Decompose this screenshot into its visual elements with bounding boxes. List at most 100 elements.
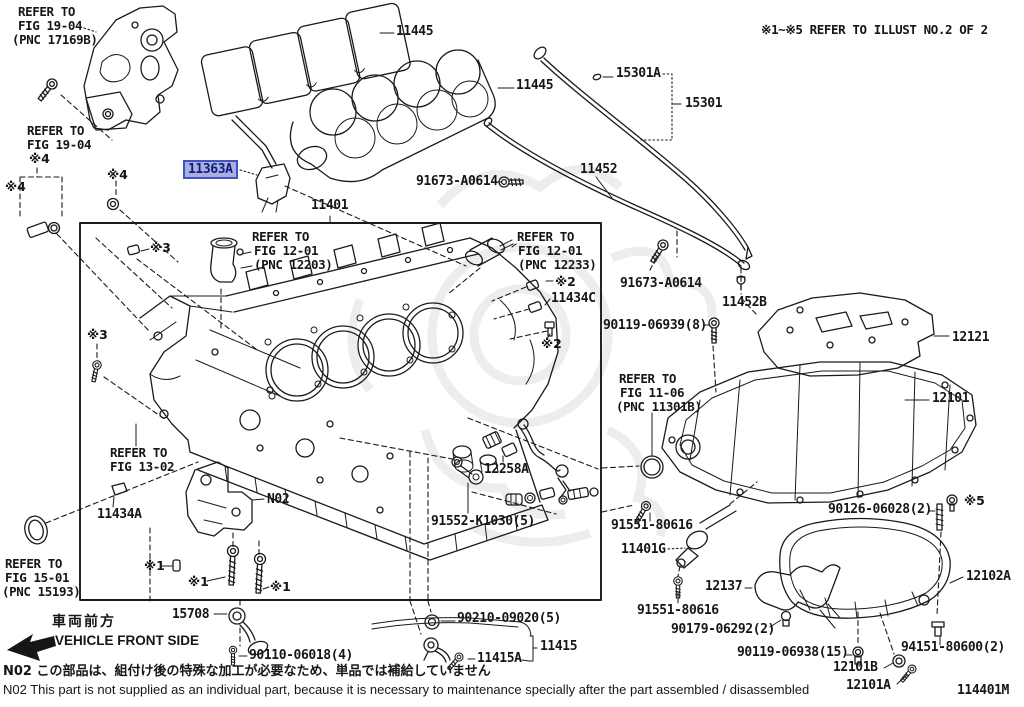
part-label-12102A[interactable]: 12102A xyxy=(966,569,1011,584)
part-label-11434C[interactable]: 11434C xyxy=(551,291,596,306)
refer-note: (PNC 15193) xyxy=(2,584,81,599)
part-label-9155180616[interactable]: 91551-80616 xyxy=(637,603,719,618)
oil-nozzle-kit-drawing xyxy=(482,418,599,506)
part-label-12101[interactable]: 12101 xyxy=(932,391,970,406)
part-label-12258A[interactable]: 12258A xyxy=(484,462,529,477)
part-label-N02[interactable]: N02 xyxy=(267,492,290,507)
part-label-12121[interactable]: 12121 xyxy=(952,330,990,345)
asterisk-marker: ※4 xyxy=(29,151,50,166)
oil-strainer-drawing xyxy=(228,607,269,656)
refer-note: FIG 12-01 xyxy=(254,243,319,258)
crank-sensor-drawing xyxy=(675,504,737,569)
refer-note: (PNC 17169B) xyxy=(12,32,98,47)
diagram-code: 114401M xyxy=(957,683,1009,698)
part-label-11445[interactable]: 11445 xyxy=(516,78,554,93)
watermark xyxy=(347,165,717,547)
asterisk-marker: ※4 xyxy=(5,179,26,194)
refer-note: REFER TO xyxy=(110,445,168,460)
asterisk-marker: ※1 xyxy=(188,574,209,589)
vehicle-front-label-en: VEHICLE FRONT SIDE xyxy=(55,633,200,648)
gauge-guide-tube-drawing xyxy=(483,117,751,271)
leader-lines xyxy=(112,32,964,685)
part-label-12101A[interactable]: 12101A xyxy=(846,678,891,693)
filler-tube-drawing xyxy=(210,237,244,283)
oil-pan-upper-drawing xyxy=(661,361,977,504)
grommet-drawing xyxy=(424,614,440,630)
asterisk-marker: ※2 xyxy=(541,336,562,351)
part-label-15301[interactable]: 15301 xyxy=(685,96,723,111)
part-label-90210090205[interactable]: 90210-09020(5) xyxy=(457,611,561,626)
part-label-12137[interactable]: 12137 xyxy=(705,579,743,594)
front-bracket-drawing xyxy=(185,461,253,537)
refer-note: REFER TO xyxy=(18,4,76,19)
part-label-11452B[interactable]: 11452B xyxy=(722,295,767,310)
part-label-91552K10305[interactable]: 91552-K1030(5) xyxy=(431,514,535,529)
part-label-11401[interactable]: 11401 xyxy=(311,198,349,213)
bolt-asterisk5-drawing xyxy=(946,494,958,512)
refer-note: FIG 19-04 xyxy=(27,137,92,152)
gauge-elbow-drawing xyxy=(423,637,451,663)
part-label-9155180616[interactable]: 91551-80616 xyxy=(611,518,693,533)
clip-90179-drawing xyxy=(780,610,792,627)
part-label-90179062922[interactable]: 90179-06292(2) xyxy=(671,622,775,637)
part-label-15301A[interactable]: 15301A xyxy=(616,66,661,81)
oil-pan-lower-drawing xyxy=(779,517,951,619)
part-label-11363A-selected[interactable]: 11363A xyxy=(183,160,238,179)
gauge-clip-drawing xyxy=(592,73,602,81)
part-label-12101B[interactable]: 12101B xyxy=(833,660,878,675)
note-en: N02 This part is not supplied as an indi… xyxy=(3,682,810,697)
cylinder-block-drawing xyxy=(139,222,559,561)
stud-90126-drawing xyxy=(935,503,944,531)
refer-note: FIG 11-06 xyxy=(620,385,685,400)
part-label-90110060184[interactable]: 90110-06018(4) xyxy=(249,648,353,663)
part-label-90126060282[interactable]: 90126-06028(2) xyxy=(828,502,932,517)
refer-note: (PNC 11301B) xyxy=(616,399,702,414)
asterisk-marker: ※3 xyxy=(150,240,171,255)
refer-note: REFER TO xyxy=(252,229,310,244)
baffle-plate-drawing xyxy=(757,292,935,377)
part-label-15708[interactable]: 15708 xyxy=(172,607,210,622)
part-label-94151806002[interactable]: 94151-80600(2) xyxy=(901,640,1005,655)
part-label-11415[interactable]: 11415 xyxy=(540,639,578,654)
illust-note: ※1~※5 REFER TO ILLUST NO.2 OF 2 xyxy=(761,22,988,37)
refer-note: (PNC 12203) xyxy=(254,257,333,272)
sensor-and-nut-drawing xyxy=(26,197,120,238)
part-label-91673A0614[interactable]: 91673-A0614 xyxy=(416,174,498,189)
dowel-pin-drawing xyxy=(172,559,181,572)
asterisk-marker: ※1 xyxy=(270,579,291,594)
sensor-boss-drawing xyxy=(464,237,514,267)
manifold-stay-drawing xyxy=(231,115,291,213)
group-bracket-11415 xyxy=(521,635,538,662)
part-label-90119069398[interactable]: 90119-06939(8) xyxy=(603,318,707,333)
gasket-12101B-drawing xyxy=(892,654,906,668)
vehicle-front-label-jp: 車両前方 xyxy=(52,614,116,630)
manifold-insulator-1-drawing xyxy=(200,2,411,117)
crank-seal-drawing xyxy=(24,515,48,545)
note-jp: N02 この部品は、組付け後の特殊な加工が必要なため、単品では補給していません xyxy=(3,664,491,679)
part-label-11415A[interactable]: 11415A xyxy=(477,651,522,666)
refer-note: FIG 15-01 xyxy=(5,570,70,585)
refer-note: REFER TO xyxy=(27,123,85,138)
asterisk-marker: ※4 xyxy=(107,167,128,182)
part-label-11445[interactable]: 11445 xyxy=(396,24,434,39)
part-label-91673A0614[interactable]: 91673-A0614 xyxy=(620,276,702,291)
vehicle-front-arrow xyxy=(7,634,56,661)
gauge-bracket-outline-drawing xyxy=(371,617,532,637)
part-label-11452[interactable]: 11452 xyxy=(580,162,618,177)
refer-note: FIG 19-04 xyxy=(18,18,83,33)
part-label-11401G[interactable]: 11401G xyxy=(621,542,666,557)
cylinder-bores xyxy=(264,302,464,402)
oil-level-gauge-drawing xyxy=(533,46,753,260)
refer-note: REFER TO xyxy=(619,371,677,386)
refer-note: FIG 12-01 xyxy=(518,243,583,258)
part-label-11434A[interactable]: 11434A xyxy=(97,507,142,522)
refer-note: (PNC 12233) xyxy=(518,257,597,272)
drain-plug-94151-drawing xyxy=(931,621,945,637)
part-label-901190693815[interactable]: 90119-06938(15) xyxy=(737,645,849,660)
asterisk-marker: ※3 xyxy=(87,327,108,342)
assembly-frame-box xyxy=(79,222,602,601)
union-bolt-drawing xyxy=(451,456,484,485)
